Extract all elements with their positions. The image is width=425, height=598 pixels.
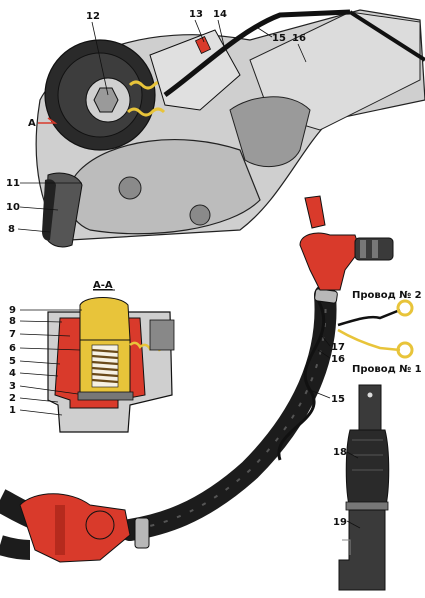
wire-15 [163,9,351,98]
callout-10: 10 [6,202,20,213]
end-ring-8 [42,179,56,241]
terminal-ring-2 [372,240,378,258]
callout-sec-2: 2 [9,393,16,404]
callout-19: 19 [333,517,347,528]
top-callouts: 12 13 14 15 16 [86,9,307,96]
wire-1-lead [337,328,401,352]
section-contact-plate [77,391,134,401]
hose-clamp-bottom [134,517,150,549]
callout-15-hose: 15 [331,394,345,405]
tool-blade [338,509,386,591]
section-marker-label: А [28,118,36,129]
left-hose-lower [0,535,31,560]
top-assembly: А [28,9,425,248]
callout-sec-1: 1 [9,405,16,416]
ring-terminals: Провод № 2 Провод № 1 [337,290,422,375]
tool-top-bar [358,384,382,431]
section-spring [91,348,119,384]
section-title: А-А [93,280,113,291]
tool-hole [367,392,373,398]
callout-sec-9: 9 [9,305,16,316]
callout-sec-4: 4 [9,368,16,379]
spring-bottom [126,107,166,117]
ring-terminal-2 [396,299,414,317]
section-callouts: 9 8 7 6 5 4 3 2 1 [9,305,82,416]
section-aa: А-А [47,280,175,433]
callout-18: 18 [333,447,347,458]
left-callouts: 11 10 8 [6,178,82,235]
main-hose-highlight [129,294,327,531]
tool: 18 19 [333,384,390,591]
callout-sec-6: 6 [9,343,16,354]
hex-nut [93,87,119,113]
corrugated-neck [229,96,311,168]
callout-12: 12 [86,11,100,22]
wire-label-1: Провод № 1 [352,364,422,375]
wire-15-end [348,10,425,62]
callout-14: 14 [213,9,227,20]
red-cap-bottom-knob [85,510,115,540]
callout-sec-3: 3 [9,381,16,392]
red-cap-top [299,232,361,291]
wire-label-2: Провод № 2 [352,290,422,301]
tool-notch [342,539,351,555]
callout-15-top: 15 [272,33,286,44]
hose-assembly [0,195,394,563]
callout-17: 17 [331,342,345,353]
section-side-block [149,319,175,351]
section-arrow [38,117,58,124]
red-insert [194,36,212,54]
callout-sec-7: 7 [9,329,16,340]
hose-clamp-top [314,288,338,304]
hose-callouts: 17 16 15 [309,335,345,405]
callout-16-top: 16 [292,33,306,44]
red-cap-bottom-rib [55,505,65,555]
terminal-ring-1 [360,240,366,258]
callout-sec-8: 8 [9,316,16,327]
callout-sec-5: 5 [9,356,16,367]
callout-11: 11 [6,178,20,189]
section-yellow-cap [79,297,131,341]
callout-8-left: 8 [8,224,15,235]
rivet-1 [118,176,142,200]
ring-terminal-1 [396,341,414,359]
callout-16-hose: 16 [331,354,345,365]
wire-2-lead [337,308,401,327]
red-cap-lever [304,195,326,229]
rivet-2 [189,204,211,226]
tool-clamp [345,501,389,511]
tool-grip-lines [352,439,383,471]
callout-13: 13 [189,9,203,20]
